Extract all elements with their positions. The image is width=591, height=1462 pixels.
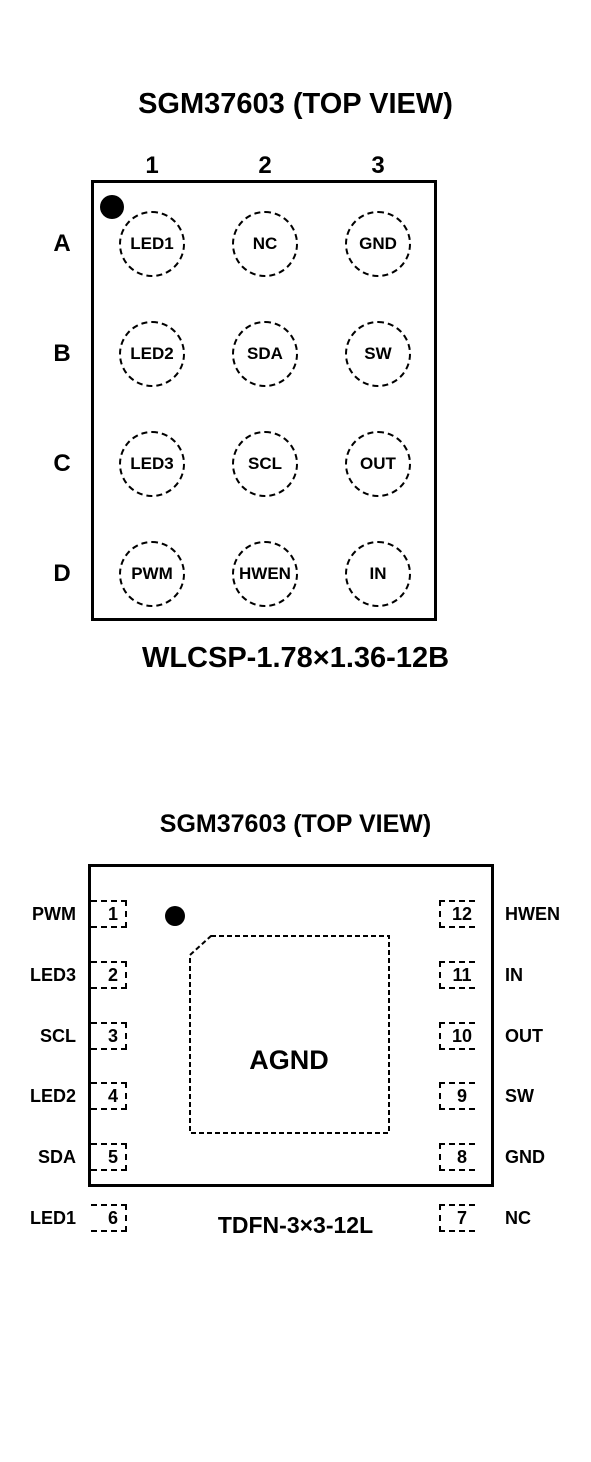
pin-name: LED3: [29, 965, 76, 985]
pin-number: 7: [456, 1208, 467, 1228]
pin-pad: [91, 961, 127, 989]
exposed-pad-outline: [189, 935, 390, 1134]
pin-name: PWM: [32, 904, 76, 924]
tdfn-package-outline: [88, 864, 494, 1187]
ball-a2: NC: [232, 211, 298, 277]
pin-number: 8: [456, 1147, 467, 1167]
pin-pad: [91, 1143, 127, 1171]
tdfn-title: SGM37603 (TOP VIEW): [159, 810, 432, 838]
ball-b2: SDA: [232, 321, 298, 387]
pin-pad: [439, 1204, 475, 1232]
pin-pad: [91, 1204, 127, 1232]
ball-c1: LED3: [119, 431, 185, 497]
row-label: B: [53, 340, 71, 367]
pin-name: SW: [505, 1086, 534, 1106]
pin-number: 2: [107, 965, 118, 985]
pin-name: SCL: [40, 1026, 76, 1046]
tdfn-package-name: TDFN-3×3-12L: [217, 1212, 374, 1238]
pin-pad: [439, 1082, 475, 1110]
ball-c3: OUT: [345, 431, 411, 497]
exposed-pad-label: AGND: [249, 1045, 329, 1075]
pin-pad: [439, 1022, 475, 1050]
ball-d3: IN: [345, 541, 411, 607]
ball-c2: SCL: [232, 431, 298, 497]
wlcsp-package-outline: [91, 180, 437, 621]
ball-a1: LED1: [119, 211, 185, 277]
pin-pad: [439, 961, 475, 989]
pin-name: OUT: [505, 1026, 543, 1046]
wlcsp-package-name: WLCSP-1.78×1.36-12B: [141, 642, 450, 674]
ball-a3: GND: [345, 211, 411, 277]
wlcsp-title: SGM37603 (TOP VIEW): [138, 88, 453, 120]
pin-pad: [91, 1082, 127, 1110]
ball-d2: HWEN: [232, 541, 298, 607]
ball-b3: SW: [345, 321, 411, 387]
pin-number: 6: [107, 1208, 118, 1228]
row-label: C: [53, 450, 71, 477]
pin-number: 1: [107, 904, 118, 924]
ball-d1: PWM: [119, 541, 185, 607]
row-label: A: [53, 230, 71, 257]
ball-b1: LED2: [119, 321, 185, 387]
pin-name: NC: [505, 1208, 531, 1228]
pin-pad: [439, 1143, 475, 1171]
pin-name: LED1: [29, 1208, 76, 1228]
column-label: 1: [145, 152, 159, 179]
pin-number: 9: [456, 1086, 467, 1106]
pin-name: IN: [505, 965, 523, 985]
pin-name: GND: [505, 1147, 545, 1167]
row-label: D: [53, 560, 71, 587]
pin-pad: [91, 1022, 127, 1050]
pin-name: SDA: [37, 1147, 76, 1167]
pin-pad: [91, 900, 127, 928]
pin-number: 10: [451, 1026, 473, 1046]
pin-number: 4: [107, 1086, 118, 1106]
column-label: 2: [258, 152, 272, 179]
pin-name: HWEN: [505, 904, 560, 924]
pin-number: 12: [451, 904, 473, 924]
pin-number: 5: [107, 1147, 118, 1167]
column-label: 3: [371, 152, 385, 179]
pin1-marker-dot: [100, 195, 124, 219]
pin-number: 3: [107, 1026, 118, 1046]
pin-pad: [439, 900, 475, 928]
pin1-marker-dot: [165, 906, 185, 926]
pin-name: LED2: [29, 1086, 76, 1106]
pin-number: 11: [452, 965, 472, 985]
